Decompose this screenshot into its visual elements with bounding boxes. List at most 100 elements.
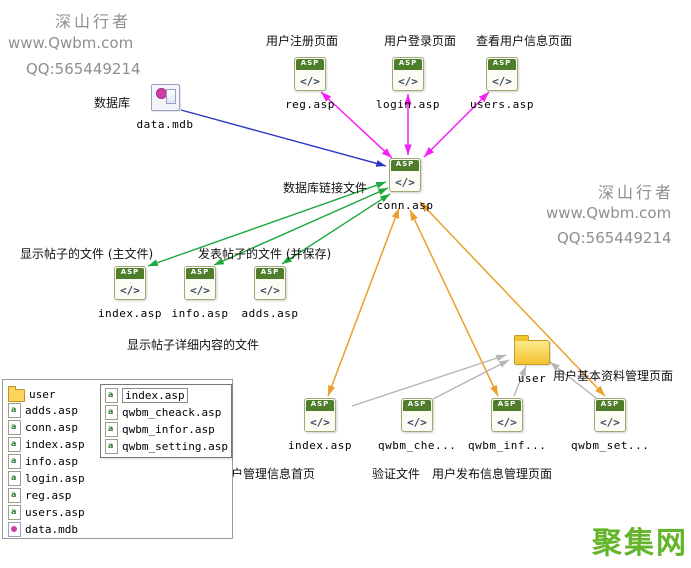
folder-icon[interactable] — [514, 335, 550, 365]
asp-file-icon — [105, 422, 118, 437]
tree-item-data-mdb[interactable]: data.mdb — [8, 522, 78, 537]
database-file-icon[interactable] — [150, 84, 180, 111]
tree-item-login[interactable]: login.asp — [8, 471, 85, 486]
asp-file-icon — [8, 403, 21, 418]
tree-item-conn[interactable]: conn.asp — [8, 420, 78, 435]
subtree-item-qwbm-cheack[interactable]: qwbm_cheack.asp — [101, 404, 231, 421]
node-index-user-asp: ASP </> index.asp — [285, 398, 355, 452]
code-icon: </> — [120, 284, 140, 297]
node-reg-asp: ASP</> reg.asp — [275, 57, 345, 111]
asp-file-icon — [8, 505, 21, 520]
asp-file-icon[interactable]: ASP </> — [389, 158, 421, 192]
asp-badge: ASP — [403, 400, 431, 411]
code-icon: </> — [497, 416, 517, 429]
arrow-conn-index-user — [327, 207, 400, 397]
node-label: adds.asp — [241, 307, 299, 320]
watermark-qq-top: QQ:565449214 — [26, 60, 141, 78]
subtree-item-qwbm-setting[interactable]: qwbm_setting.asp — [101, 438, 231, 455]
tree-item-label: login.asp — [25, 472, 85, 485]
node-label: reg.asp — [285, 98, 335, 111]
asp-badge: ASP — [394, 59, 422, 70]
label-user-admin-home: 用户管理信息首页 — [219, 467, 316, 481]
folder-icon — [8, 386, 25, 402]
subtree-item-index[interactable]: index.asp — [101, 387, 231, 404]
node-label: data.mdb — [136, 118, 194, 131]
label-user-profile-admin: 用户基本资料管理页面 — [553, 369, 674, 383]
user-folder-contents: index.asp qwbm_cheack.asp qwbm_infor.asp… — [100, 384, 232, 458]
asp-badge: ASP — [256, 268, 284, 279]
node-user-folder: user — [505, 333, 559, 385]
watermark-site-right: www.Qwbm.com — [546, 204, 672, 222]
node-label: qwbm_set... — [571, 439, 650, 452]
asp-file-icon — [8, 454, 21, 469]
node-label: info.asp — [171, 307, 229, 320]
tree-item-label: user — [29, 387, 56, 401]
file-tree-panel: user adds.asp conn.asp index.asp info.as… — [2, 379, 233, 539]
subtree-item-label: qwbm_setting.asp — [122, 440, 228, 453]
label-db-link-file: 数据库链接文件 — [283, 181, 368, 195]
tree-item-info[interactable]: info.asp — [8, 454, 78, 469]
asp-file-icon — [8, 420, 21, 435]
code-icon: </> — [600, 416, 620, 429]
tree-item-users[interactable]: users.asp — [8, 505, 85, 520]
asp-file-icon[interactable]: ASP </> — [491, 398, 523, 432]
arrow-conn-qwbm-infor — [409, 209, 499, 397]
arrow-qwbm-cheack-folder — [432, 359, 510, 400]
asp-file-icon — [8, 488, 21, 503]
node-users-asp: ASP </> users.asp — [467, 57, 537, 111]
asp-badge: ASP — [488, 59, 516, 70]
site-logo: 聚集网 — [592, 526, 688, 561]
code-icon: </> — [398, 75, 418, 88]
watermark-qq-right: QQ:565449214 — [557, 229, 672, 247]
asp-file-icon — [8, 471, 21, 486]
subtree-item-label: qwbm_infor.asp — [122, 423, 215, 436]
node-qwbm-infor-asp: ASP </> qwbm_inf... — [468, 398, 546, 452]
tree-item-label: reg.asp — [25, 489, 72, 502]
tree-item-label: data.mdb — [25, 523, 78, 536]
asp-badge: ASP — [391, 160, 419, 171]
node-label: qwbm_inf... — [468, 439, 547, 452]
asp-file-icon[interactable]: ASP </> — [401, 398, 433, 432]
tree-item-reg[interactable]: reg.asp — [8, 488, 71, 503]
watermark-site-top: www.Qwbm.com — [8, 34, 134, 52]
tree-item-label: adds.asp — [25, 404, 78, 417]
node-label: conn.asp — [376, 199, 434, 212]
code-icon: </> — [407, 416, 427, 429]
node-qwbm-setting-asp: ASP </> qwbm_set... — [571, 398, 649, 452]
node-label: users.asp — [469, 98, 535, 111]
node-label: index.asp — [287, 439, 353, 452]
asp-file-icon[interactable]: ASP </> — [304, 398, 336, 432]
asp-badge: ASP — [596, 400, 624, 411]
code-icon: </> — [190, 284, 210, 297]
asp-file-icon[interactable]: ASP </> — [254, 266, 286, 300]
asp-file-icon[interactable]: ASP</> — [114, 266, 146, 300]
code-icon: </> — [395, 176, 415, 189]
label-login-page: 用户登录页面 — [384, 34, 457, 48]
node-qwbm-cheack-asp: ASP</> qwbm_che... — [378, 398, 456, 452]
asp-file-icon[interactable]: ASP </> — [594, 398, 626, 432]
label-user-publish-admin: 用户发布信息管理页面 — [432, 467, 553, 481]
label-show-posts-main: 显示帖子的文件 (主文件) — [20, 247, 154, 261]
node-label: user — [517, 372, 547, 385]
tree-item-adds[interactable]: adds.asp — [8, 403, 78, 418]
code-icon: </> — [492, 75, 512, 88]
asp-badge: ASP — [306, 400, 334, 411]
asp-file-icon[interactable]: ASP</> — [184, 266, 216, 300]
asp-badge: ASP — [493, 400, 521, 411]
subtree-item-label: index.asp — [122, 388, 188, 403]
asp-file-icon[interactable]: ASP </> — [486, 57, 518, 91]
tree-item-user[interactable]: user — [8, 386, 56, 402]
label-database: 数据库 — [94, 96, 131, 110]
asp-file-icon[interactable]: ASP</> — [294, 57, 326, 91]
code-icon: </> — [310, 416, 330, 429]
tree-item-label: users.asp — [25, 506, 85, 519]
node-label: login.asp — [375, 98, 441, 111]
tree-item-index[interactable]: index.asp — [8, 437, 85, 452]
code-icon: </> — [260, 284, 280, 297]
subtree-item-qwbm-infor[interactable]: qwbm_infor.asp — [101, 421, 231, 438]
asp-file-icon — [8, 437, 21, 452]
asp-file-icon — [105, 439, 118, 454]
asp-file-icon[interactable]: ASP </> — [392, 57, 424, 91]
code-icon: </> — [300, 75, 320, 88]
database-file-icon — [8, 522, 21, 537]
